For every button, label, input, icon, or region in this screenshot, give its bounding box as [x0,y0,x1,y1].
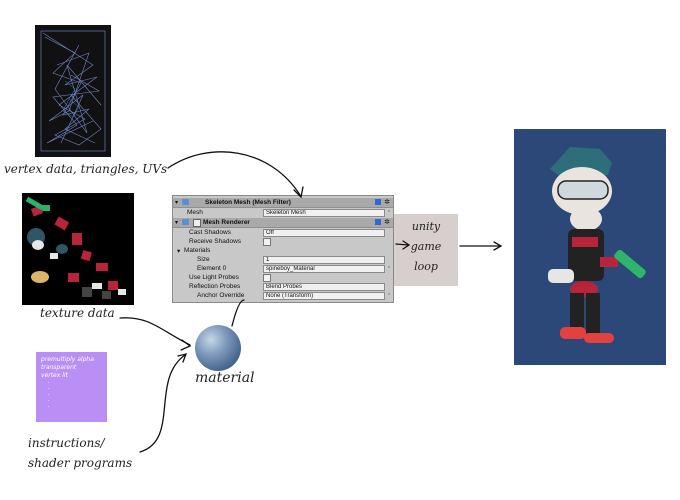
object-picker-icon[interactable]: ◦ [387,291,390,298]
collapse-triangle-icon[interactable]: ▾ [175,220,179,226]
arrow-head [402,240,411,250]
mesh-field[interactable]: Skeleton Mesh [263,209,385,217]
arrow-material-to-inspector [231,299,245,327]
shader-line: . [48,390,50,397]
wireframe-drawing [40,30,106,152]
element0-label: Element 0 [197,265,227,272]
game-loop-word: game [410,240,442,253]
mesh-row: Mesh Skeleton Mesh ◦ [173,208,393,217]
reflection-probes-row: Reflection Probes Blend Probes [173,282,393,291]
arrow-texture-to-material [119,317,191,346]
shader-line: premultiply alpha [41,356,94,363]
cast-shadows-dropdown[interactable]: Off [263,229,385,237]
element0-row: Element 0 spineboy_Material ◦ [173,264,393,273]
mesh-renderer-icon [182,219,189,225]
materials-row[interactable]: ▾ Materials [173,246,393,255]
collapse-triangle-icon[interactable]: ▾ [175,200,179,206]
texture-atlas-image [22,193,134,305]
object-picker-icon[interactable]: ◦ [387,208,390,215]
arrow-head [493,241,503,251]
foldout-triangle-icon[interactable]: ▾ [177,248,181,255]
receive-shadows-checkbox[interactable] [263,238,271,246]
light-probes-label: Use Light Probes [189,274,239,281]
arrow-head [177,353,188,363]
mesh-wireframe-image [35,25,111,157]
game-loop-note: unity game loop [394,214,458,286]
shader-line: transparent [41,364,77,371]
material-label: material [195,370,255,386]
shader-program-card: premultiply alpha transparent vertex lit… [36,352,107,422]
mesh-renderer-header[interactable]: ▾ Mesh Renderer ✲ [173,218,393,228]
arrow-inspector-to-loop [395,243,409,246]
game-loop-word: loop [414,260,438,273]
shader-line: . [48,402,50,409]
shader-line: . [48,384,50,391]
shader-line: vertex lit [41,372,68,379]
reflection-probes-dropdown[interactable]: Blend Probes [263,283,385,291]
mesh-filter-header[interactable]: ▾ Skeleton Mesh (Mesh Filter) ✲ [173,198,393,208]
cast-shadows-row: Cast Shadows Off [173,228,393,237]
vertex-data-label: vertex data, triangles, UVs [4,162,168,176]
instructions-label: instructions/ [28,436,105,450]
receive-shadows-label: Receive Shadows [189,238,242,245]
object-picker-icon[interactable]: ◦ [387,264,390,271]
unity-inspector-panel: ▾ Skeleton Mesh (Mesh Filter) ✲ Mesh Ske… [172,195,394,303]
shader-line: . [48,396,50,403]
shader-programs-label: shader programs [28,456,133,470]
arrow-shader-to-material [139,354,186,453]
material-sphere [195,325,241,371]
anchor-override-row: Anchor Override None (Transform) ◦ [173,291,393,300]
element0-field[interactable]: spineboy_Material [263,265,385,273]
gear-icon[interactable]: ✲ [384,199,390,206]
rendered-character-image [514,129,666,365]
anchor-override-field[interactable]: None (Transform) [263,292,385,300]
arrow-head [293,186,304,199]
mesh-renderer-title: Mesh Renderer [203,219,250,226]
size-label: Size [197,256,210,263]
materials-label: Materials [184,247,211,254]
anchor-override-label: Anchor Override [197,292,245,299]
arrow-vertex-to-inspector [167,151,301,196]
light-probes-checkbox[interactable] [263,274,271,282]
size-field[interactable]: 1 [263,256,385,264]
reflection-probes-label: Reflection Probes [189,283,241,290]
texture-data-label: texture data [40,306,115,320]
spineboy-drawing [548,147,646,343]
size-row: Size 1 [173,255,393,264]
game-loop-word: unity [411,220,441,233]
receive-shadows-row: Receive Shadows [173,237,393,246]
help-icon[interactable] [375,199,381,205]
arrow-head [180,339,192,351]
mesh-filter-icon [182,199,189,205]
mesh-filter-title: Skeleton Mesh (Mesh Filter) [205,199,291,206]
light-probes-row: Use Light Probes [173,273,393,282]
cast-shadows-label: Cast Shadows [189,229,231,236]
shader-line: . [48,378,50,385]
texture-atlas-drawing [25,196,126,299]
enabled-checkbox[interactable] [193,219,201,227]
mesh-label: Mesh [187,209,203,216]
help-icon[interactable] [375,219,381,225]
gear-icon[interactable]: ✲ [384,219,390,226]
